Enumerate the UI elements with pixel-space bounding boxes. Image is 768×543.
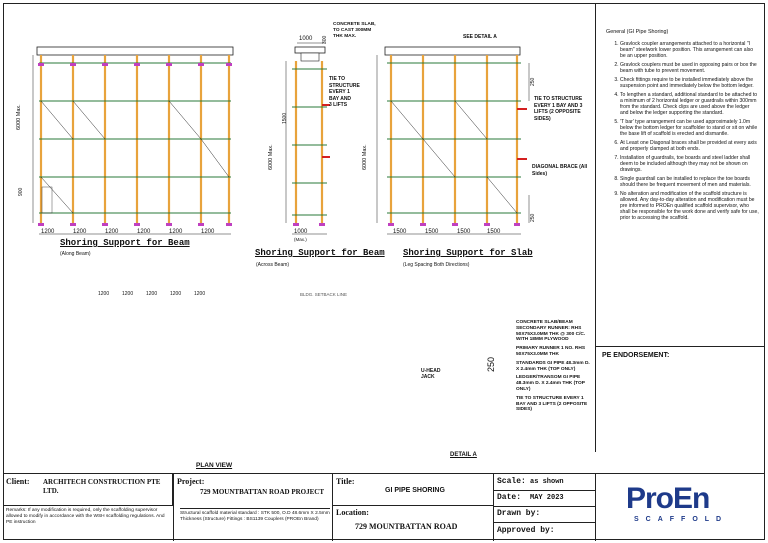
scale-value: as shown <box>530 478 564 486</box>
slab-dim-bottom: 250 <box>530 213 536 222</box>
bay-dim: 1200 <box>137 229 151 235</box>
slab-tie-note: TIE TO STRUCTURE EVERY 1 BAY AND 3 LIFTS… <box>534 96 583 122</box>
elevation-drawings <box>32 42 530 235</box>
bay-dim: 1500 <box>457 229 471 235</box>
plan-dim: 1200 <box>170 291 182 297</box>
detail-note: PRIMARY RUNNER 1 NO. RHS 50X75X3.0MM THK <box>516 346 586 357</box>
plan-dim: 1200 <box>194 291 206 297</box>
date-value: MAY 2023 <box>530 494 564 502</box>
slab-brace-note: DIAGONAL BRACE (All Sides) <box>532 164 588 177</box>
client-cell: Client: ARCHITECH CONSTRUCTION PTE LTD. <box>3 474 173 506</box>
bay-dim: 1500 <box>425 229 439 235</box>
plan-dim: 1200 <box>122 291 134 297</box>
project-cell: Project: 729 MOUNTBATTAN ROAD PROJECT St… <box>173 474 333 541</box>
remarks-text: Remarks: If any modification is required… <box>6 508 165 525</box>
title-cell: Title: GI PIPE SHORING Location: 729 MOU… <box>333 474 494 541</box>
note-item: At Least one Diagonal braces shall be pr… <box>620 140 759 152</box>
scale-divider <box>494 490 596 491</box>
project-label: Project: <box>177 477 205 486</box>
proen-logo: ProEn <box>626 482 710 515</box>
beam-along-base-dim: 900 <box>18 187 24 196</box>
beam-across-height: 6000 Max. <box>268 144 274 170</box>
proen-logo-sub: SCAFFOLD <box>634 516 729 523</box>
beam-along-subtitle: (Along Beam) <box>60 251 91 257</box>
note-item: Installation of guardrails, toe boards a… <box>620 155 759 173</box>
bay-dim: 1200 <box>105 229 119 235</box>
beam-across-top-dim: 1000 <box>299 36 313 42</box>
bay-dim: 1200 <box>201 229 215 235</box>
detail-jack-label: U-HEAD JACK <box>421 368 441 380</box>
beam-across-bottom-dim: 1000 <box>294 229 308 235</box>
bay-dim: 1200 <box>169 229 183 235</box>
bay-dim: 1200 <box>41 229 55 235</box>
logo-cell: ProEn SCAFFOLD <box>596 474 765 541</box>
note-item: Check fittings require to be installed i… <box>620 77 759 89</box>
beam-along-elevation <box>32 46 234 235</box>
detail-note: TIE TO STRUCTURE EVERY 1 BAY AND 3 LIFTS… <box>516 395 588 413</box>
slab-subtitle: (Leg Spacing Both Directions) <box>403 262 470 268</box>
title-label: Title: <box>336 477 355 486</box>
location-label: Location: <box>336 508 369 517</box>
bay-dim: 1500 <box>393 229 407 235</box>
slab-title: Shoring Support for Slab <box>403 248 533 258</box>
plan-title: PLAN VIEW <box>196 462 233 469</box>
detail-note: CONCRETE SLAB/BEAM <box>516 320 573 325</box>
title-value: GI PIPE SHORING <box>385 487 445 494</box>
detail-note: LEDGER/TRANSOM GI PIPE 48.3mm D. X 2.4mm… <box>516 375 585 392</box>
plan-dim: 1200 <box>146 291 158 297</box>
title-block: Client: ARCHITECH CONSTRUCTION PTE LTD. … <box>3 473 765 541</box>
date-label: Date: <box>497 493 522 502</box>
beam-across-top-dim-small: 300 <box>322 35 328 44</box>
note-item: 'T bar' type arrangement can be used app… <box>620 119 759 137</box>
drawing-sheet <box>3 3 765 540</box>
note-item: Single guardrail can be installed to rep… <box>620 176 759 188</box>
beam-across-elevation <box>285 42 330 235</box>
detail-title: DETAIL A <box>450 452 477 458</box>
beam-across-title: Shoring Support for Beam <box>255 248 385 258</box>
pe-endorsement-label: PE ENDORSEMENT: <box>602 352 670 359</box>
pe-endorsement-box: PE ENDORSEMENT: <box>595 346 765 452</box>
location-value: 729 MOUNTBATTAN ROAD <box>355 522 458 531</box>
approved-by-label: Approved by: <box>497 526 555 535</box>
bay-dim: 1200 <box>73 229 87 235</box>
plan-setback-label: BLDG. SETBACK LINE <box>300 292 348 297</box>
date-divider <box>494 506 596 507</box>
title-divider <box>333 505 494 506</box>
detail-dim: 250 <box>486 356 496 372</box>
detail-notes: CONCRETE SLAB/BEAM SECONDARY RUNNER: RHS… <box>516 320 594 413</box>
project-value: 729 MOUNTBATTAN ROAD PROJECT <box>200 488 324 496</box>
drawn-by-label: Drawn by: <box>497 509 541 518</box>
beam-along-height: 6000 Max. <box>16 104 22 130</box>
drawn-divider <box>494 522 596 523</box>
general-notes-panel: General (GI Pipe Shoring) Gravlock coupl… <box>595 3 765 346</box>
slab-dim-top: 250 <box>530 77 536 86</box>
material-text: Structural scaffold material standard : … <box>180 508 330 523</box>
slab-detail-note: SEE DETAIL A <box>463 34 497 40</box>
notes-list: Gravlock coupler arrangements attached t… <box>606 41 759 221</box>
notes-heading: General (GI Pipe Shoring) <box>606 29 669 35</box>
note-item: To lengthen a standard, additional stand… <box>620 92 759 116</box>
beam-across-side-dim: 1500 <box>282 112 288 124</box>
note-item: No alteration and modification of the sc… <box>620 191 759 221</box>
note-item: Gravlock couplers must be used in opposi… <box>620 62 759 74</box>
scale-label: Scale: <box>497 477 526 486</box>
plan-dim: 1200 <box>98 291 110 297</box>
slab-concrete-note: CONCRETE SLAB, TO CAST 300MM THK MAX. <box>333 22 376 39</box>
beam-across-bottom-sub: (Max.) <box>294 237 307 242</box>
slab-height: 6000 Max. <box>362 144 368 170</box>
detail-note: STANDARDS GI PIPE 48.3mm D. X 2.4mm THK … <box>516 360 590 372</box>
beam-across-tie-note: TIE TO STRUCTURE EVERY 1 BAY AND 3 LIFTS <box>329 76 360 108</box>
client-label: Client: <box>6 477 30 486</box>
detail-note: SECONDARY RUNNER: RHS 50X75X3.0MM THK @ … <box>516 325 586 343</box>
slab-elevation <box>376 46 530 235</box>
beam-across-subtitle: (Across Beam) <box>256 262 290 268</box>
client-value: ARCHITECH CONSTRUCTION PTE LTD. <box>43 478 161 495</box>
note-item: Gravlock coupler arrangements attached t… <box>620 41 759 59</box>
bay-dim: 1500 <box>487 229 501 235</box>
beam-along-title: Shoring Support for Beam <box>60 238 190 248</box>
scale-date-cell: Scale: as shown Date: MAY 2023 Drawn by:… <box>494 474 596 541</box>
